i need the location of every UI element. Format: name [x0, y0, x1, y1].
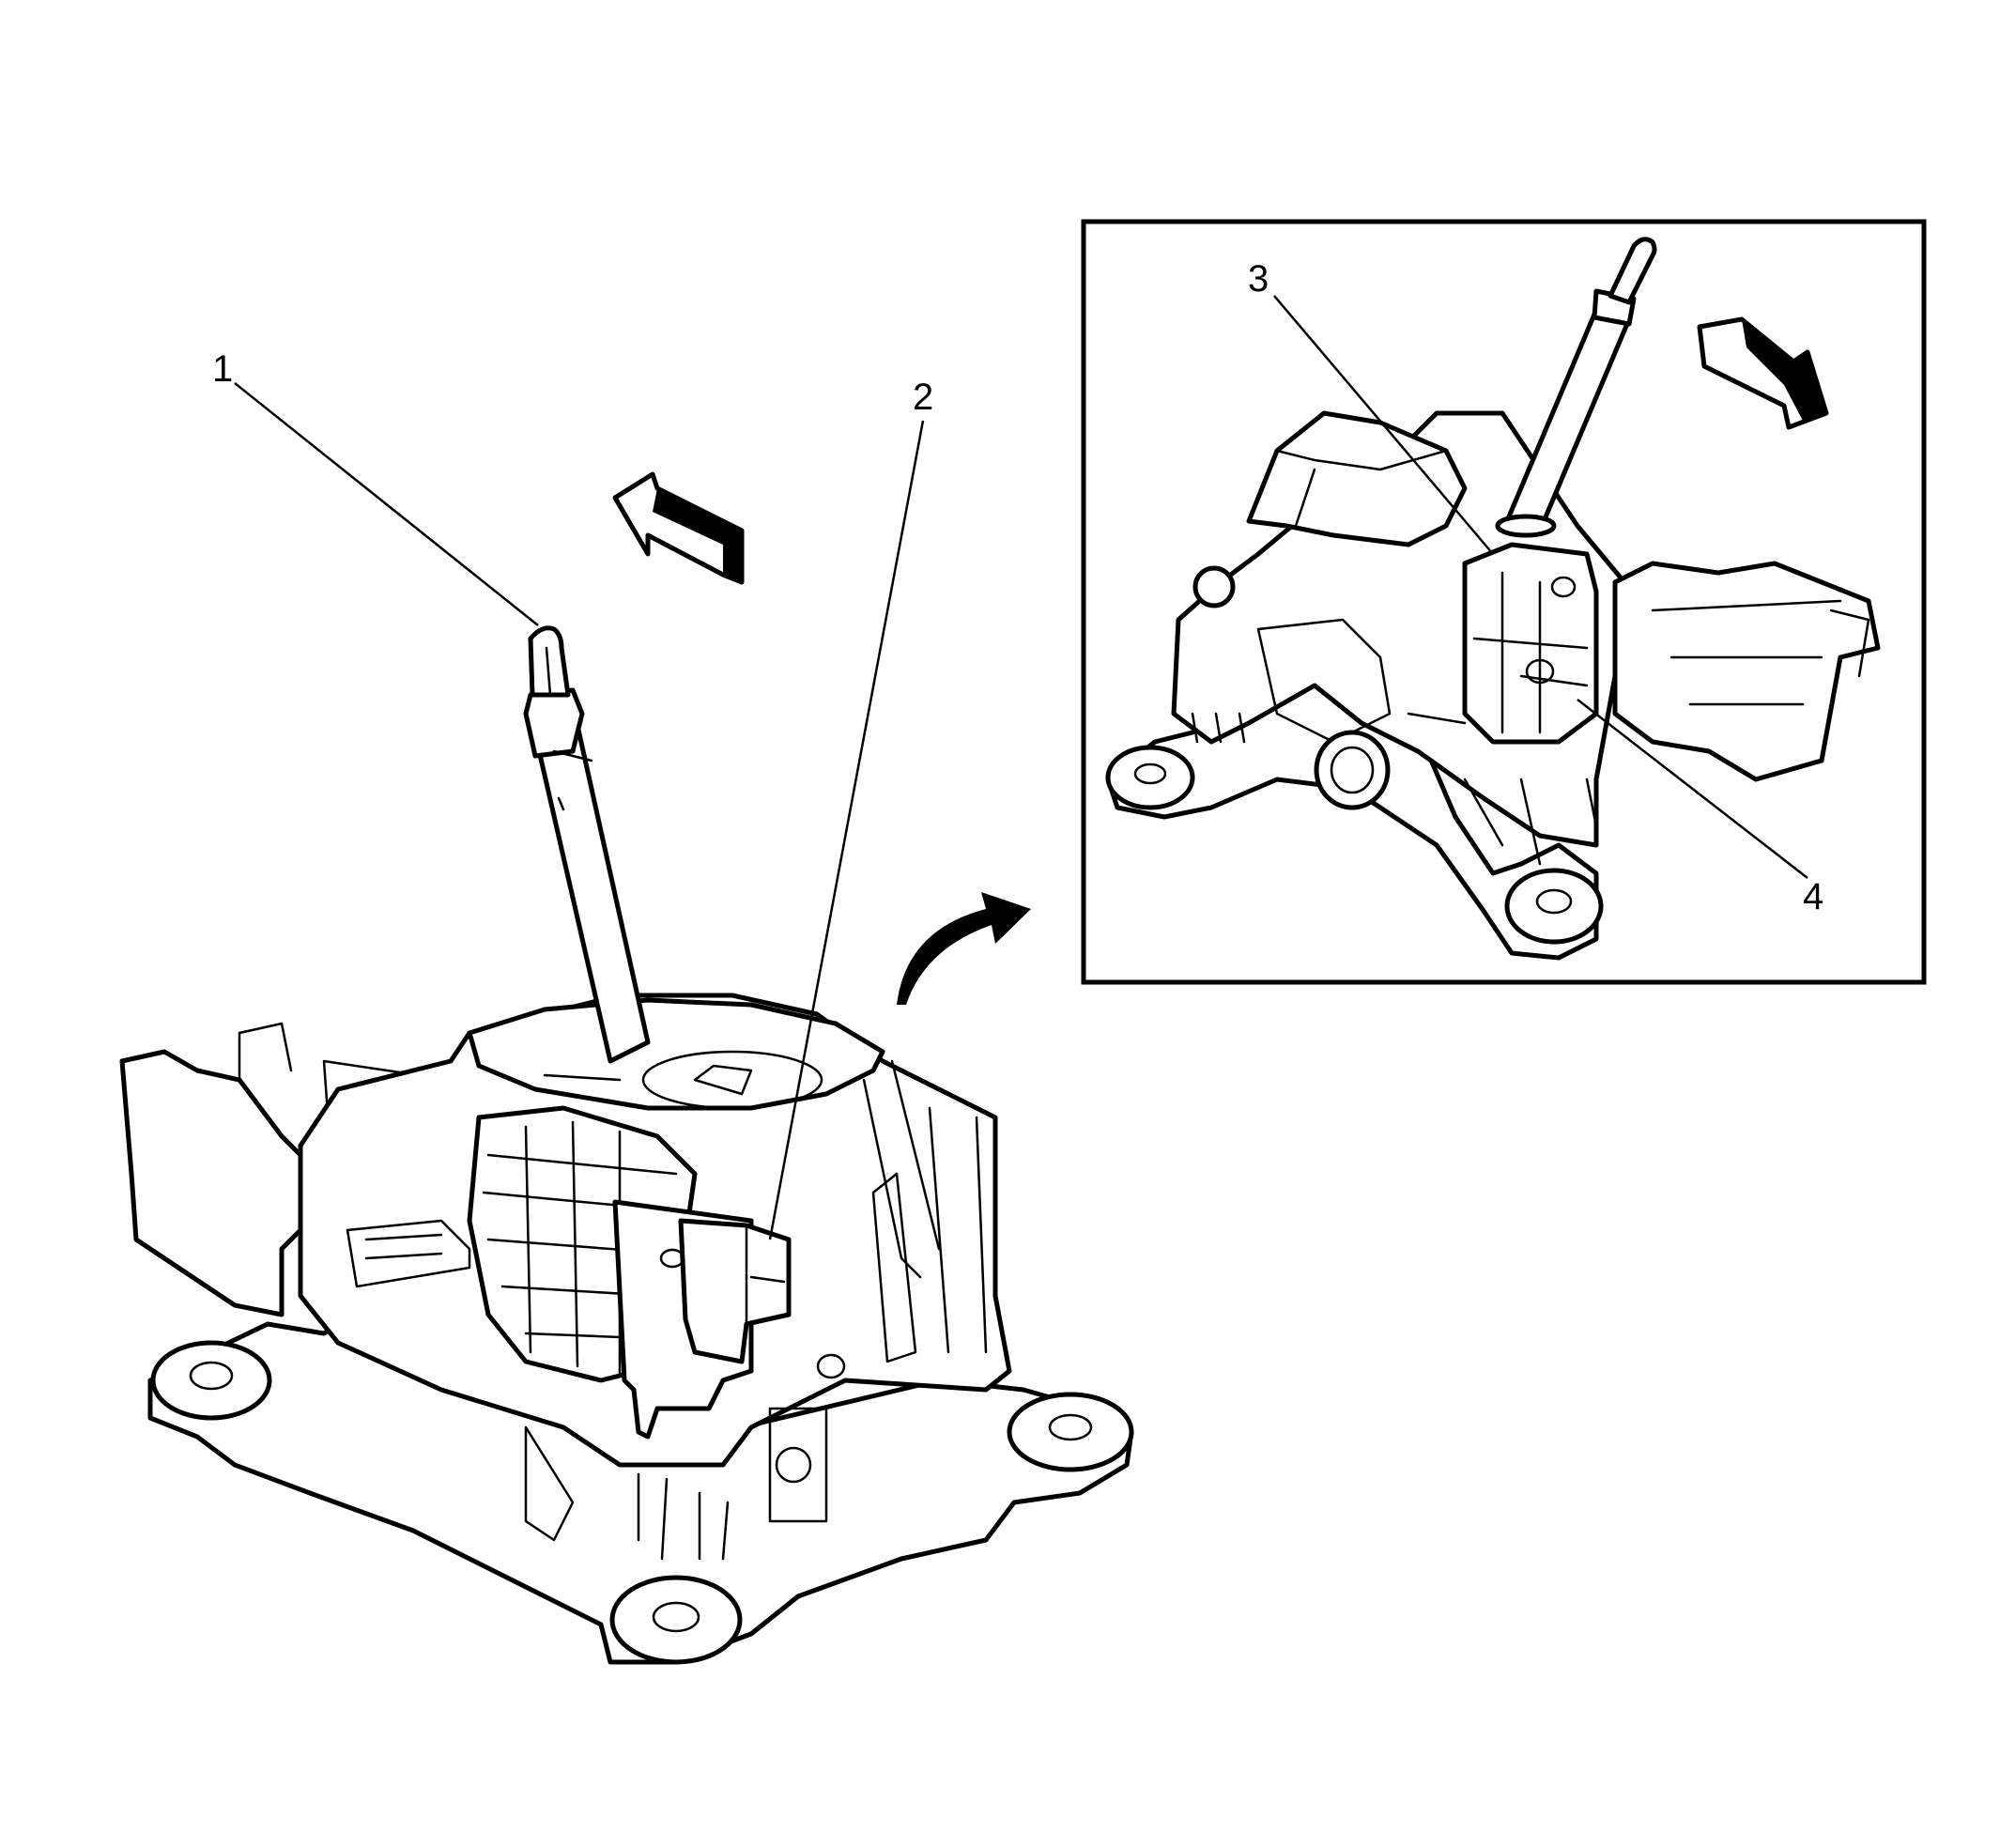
- main-view-shifter-assembly: [119, 625, 1134, 1665]
- mount-boss-right: [1007, 1392, 1134, 1472]
- shift-lever-tip: [528, 625, 571, 698]
- detail-mount-boss-front: [1504, 868, 1604, 945]
- callout-1-leader: [234, 382, 539, 626]
- detail-cup: [1314, 730, 1391, 810]
- detail-direction-arrow: [1697, 316, 1829, 430]
- mount-hole-front: [652, 1601, 700, 1633]
- callout-2: 2: [913, 377, 933, 418]
- view-transition-arrow: [897, 892, 1031, 1005]
- mount-boss-front: [609, 1575, 743, 1665]
- detail-top-bracket: [1246, 410, 1468, 547]
- shifter-top-plate: [467, 997, 885, 1111]
- detail-left-post: [1192, 565, 1236, 608]
- callout-2-leader: [768, 420, 925, 1240]
- callout-4: 4: [1803, 876, 1823, 917]
- callout-3-leader: [1273, 295, 1494, 555]
- curved-arrow-icon: [897, 892, 1031, 1005]
- shifter-left-wing: [119, 1049, 322, 1317]
- mount-hole-left: [189, 1361, 234, 1391]
- detail-lever-boot-ring: [1495, 514, 1557, 538]
- detail-shift-lever-tip: [1608, 237, 1657, 305]
- shift-lever-collar: [523, 687, 585, 759]
- callout-4-leader: [1577, 699, 1808, 879]
- callout-1: 1: [212, 348, 233, 390]
- mount-hole-right: [1048, 1413, 1093, 1441]
- detail-right-wing: [1612, 561, 1881, 782]
- callout-3: 3: [1248, 258, 1269, 300]
- detail-view-inset: [1081, 219, 1927, 985]
- mount-boss-left: [150, 1340, 272, 1421]
- detail-mount-boss-left: [1105, 745, 1195, 810]
- main-direction-arrow: [612, 471, 745, 585]
